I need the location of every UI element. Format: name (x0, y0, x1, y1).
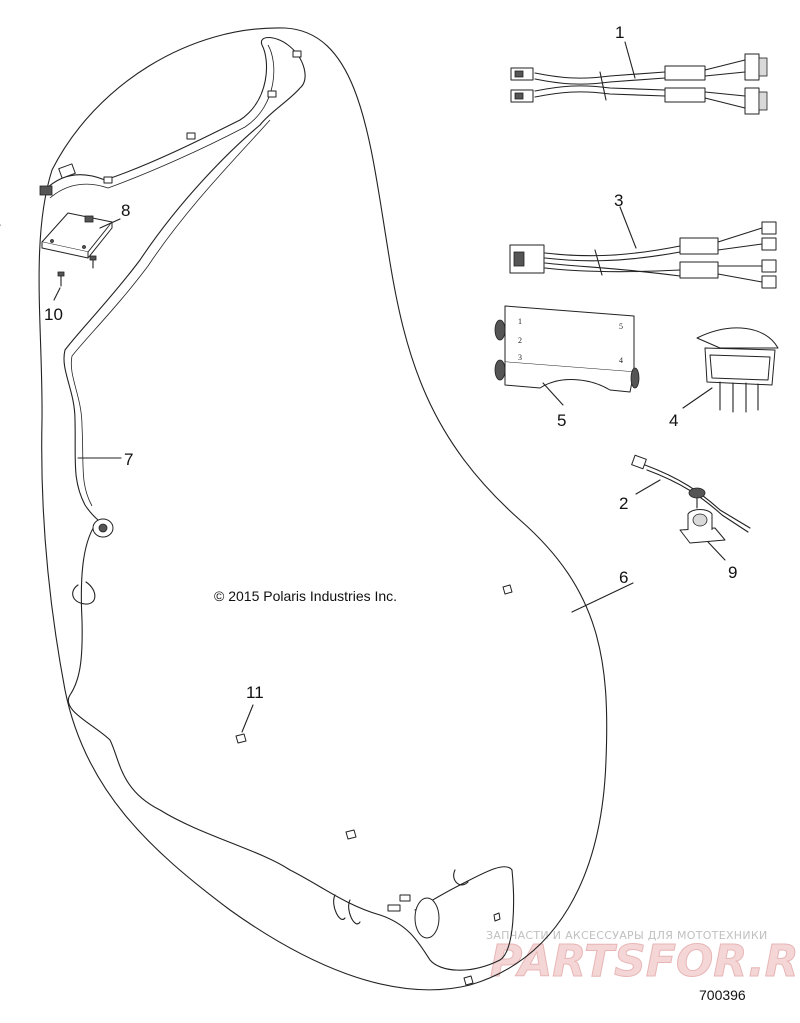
control-module: 1 2 3 5 4 (494, 305, 640, 393)
fasteners (235, 584, 513, 986)
callout-7: 7 (124, 450, 133, 469)
figure-number: 700396 (699, 987, 746, 1003)
callout-9: 9 (728, 563, 737, 582)
wire-harness (44, 36, 306, 526)
module-pin-2: 2 (518, 336, 522, 345)
cable-tie (631, 454, 751, 533)
harness-connector (39, 163, 76, 196)
watermark-tagline: ЗАПЧАСТИ И АКСЕССУАРЫ ДЛЯ МОТОТЕХНИКИ (486, 929, 768, 942)
wire-harness-lower (67, 524, 515, 971)
callout-10: 10 (44, 305, 63, 324)
callout-6: 6 (619, 568, 628, 587)
callout-5: 5 (557, 411, 566, 430)
copyright-notice: © 2015 Polaris Industries Inc. (214, 588, 397, 604)
module-pin-3: 3 (518, 353, 522, 362)
leader-lines (53, 41, 726, 733)
callout-1: 1 (615, 23, 624, 42)
module-pin-4: 4 (619, 356, 623, 365)
module-pin-1: 1 (518, 317, 522, 326)
harness-clips (72, 50, 469, 939)
callout-4: 4 (669, 411, 678, 430)
callout-3: 3 (614, 191, 623, 210)
clip (679, 509, 726, 544)
adapter-harness-1 (510, 53, 768, 115)
wire-harness-parallel (49, 44, 275, 507)
callout-2: 2 (619, 494, 628, 513)
module-pin-5: 5 (619, 322, 623, 331)
panel-outline (38, 27, 608, 991)
adapter-harness-3 (509, 221, 777, 289)
callout-11: 11 (246, 683, 264, 702)
callout-8: 8 (121, 201, 130, 220)
watermark-logo: PARTSFOR.RU (490, 936, 800, 987)
module-board (0, 212, 113, 259)
screws (57, 255, 97, 287)
rocker-switch (696, 327, 779, 413)
